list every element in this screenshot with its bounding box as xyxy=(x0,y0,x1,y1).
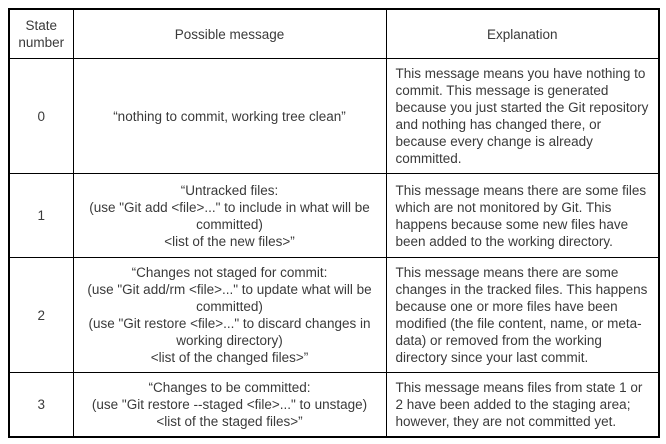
table-row-state-3: 3 “Changes to be committed: (use "Git re… xyxy=(8,372,660,438)
explanation-cell: This message means there are some change… xyxy=(385,257,660,373)
column-header-explanation: Explanation xyxy=(385,8,660,59)
column-header-state-number: State number xyxy=(8,8,74,59)
header-row: State number Possible message Explanatio… xyxy=(8,8,660,59)
state-number-cell: 3 xyxy=(8,372,74,438)
state-number-cell: 2 xyxy=(8,257,74,373)
git-status-states-document: State number Possible message Explanatio… xyxy=(8,8,660,438)
table-row-state-0: 0 “nothing to commit, working tree clean… xyxy=(8,58,660,174)
column-header-possible-message: Possible message xyxy=(72,8,387,59)
explanation-cell: This message means files from state 1 or… xyxy=(385,372,660,438)
explanation-cell: This message means there are some files … xyxy=(385,173,660,258)
state-number-cell: 0 xyxy=(8,58,74,174)
table-row-state-2: 2 “Changes not staged for commit: (use "… xyxy=(8,257,660,373)
table-row-state-1: 1 “Untracked files: (use "Git add <file>… xyxy=(8,173,660,258)
explanation-cell: This message means you have nothing to c… xyxy=(385,58,660,174)
state-number-cell: 1 xyxy=(8,173,74,258)
possible-message-cell: “Changes to be committed: (use "Git rest… xyxy=(72,372,387,438)
possible-message-cell: “Untracked files: (use "Git add <file>..… xyxy=(72,173,387,258)
possible-message-cell: “Changes not staged for commit: (use "Gi… xyxy=(72,257,387,373)
possible-message-cell: “nothing to commit, working tree clean” xyxy=(72,58,387,174)
git-states-table: State number Possible message Explanatio… xyxy=(8,8,660,438)
